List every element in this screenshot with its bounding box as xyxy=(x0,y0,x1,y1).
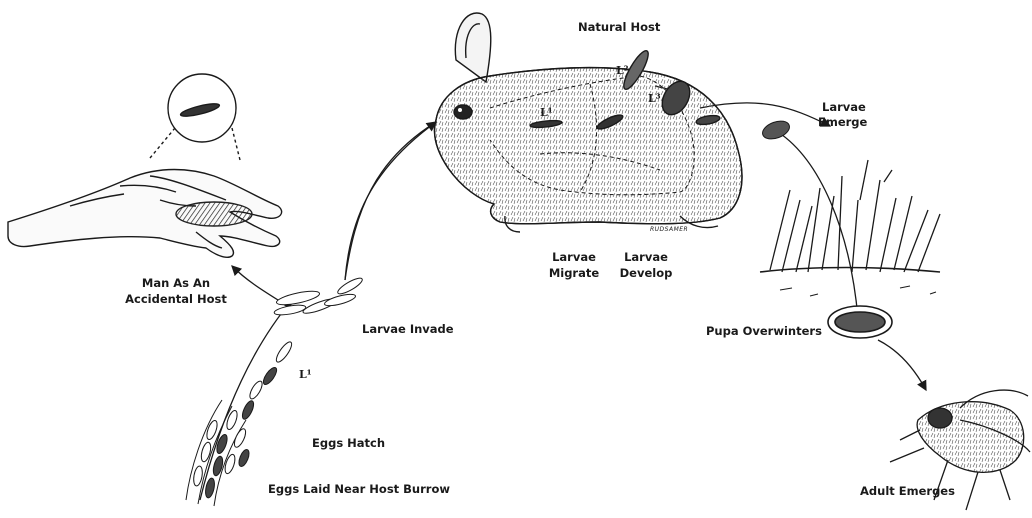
larvae-invade-label: Larvae Invade xyxy=(362,322,454,336)
invading-larvae xyxy=(274,276,365,317)
man-host-label-line2: Accidental Host xyxy=(124,292,228,306)
stage-marker-l3-rabbit: L³ xyxy=(648,92,661,105)
stage-marker-l1-rabbit: L¹ xyxy=(540,106,553,119)
larvae-develop-label-line1: Larvae xyxy=(618,250,674,264)
rabbit-natural-host xyxy=(435,13,742,232)
human-hand-illustration xyxy=(8,74,282,257)
stage-marker-l2-rabbit: L² xyxy=(616,64,629,77)
eggs-hatch-label: Eggs Hatch xyxy=(312,436,385,450)
larvae-emerge-label-line2: Emerge xyxy=(818,115,867,129)
grass-tuft xyxy=(760,160,940,296)
larvae-migrate-label-line2: Migrate xyxy=(546,266,602,280)
stage-marker-l1-eggs: L¹ xyxy=(299,368,312,381)
larvae-develop-label-line2: Develop xyxy=(618,266,674,280)
man-host-label-line1: Man As An xyxy=(124,276,228,290)
larvae-migrate-label-line1: Larvae xyxy=(546,250,602,264)
adult-emerges-label: Adult Emerges xyxy=(860,484,955,498)
larvae-emerge-label-line1: Larvae xyxy=(822,100,866,114)
pupa-overwinters-label: Pupa Overwinters xyxy=(706,324,822,338)
artist-signature: RUDSAMER xyxy=(650,226,688,233)
pupa-overwintering xyxy=(828,306,892,338)
natural-host-label: Natural Host xyxy=(578,20,660,34)
eggs-laid-label: Eggs Laid Near Host Burrow xyxy=(268,482,450,496)
